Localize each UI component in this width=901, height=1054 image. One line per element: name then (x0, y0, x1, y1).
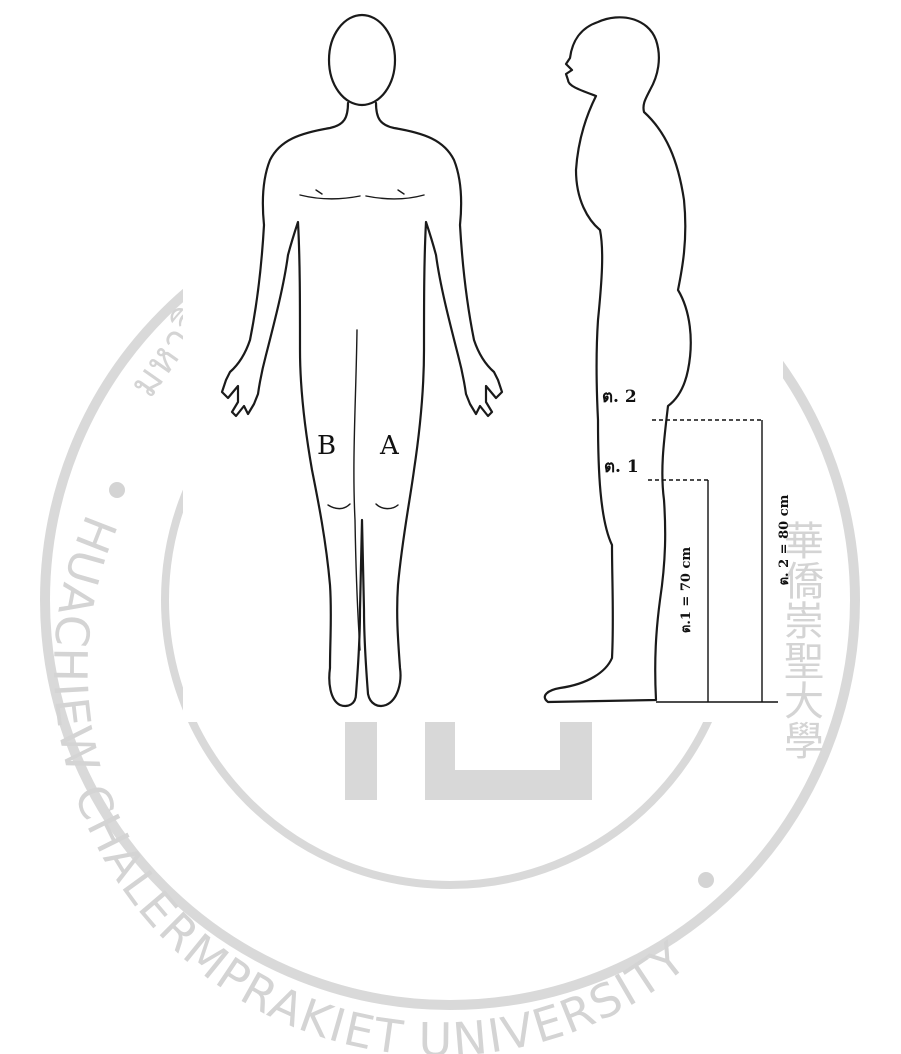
seal-emblem-base (425, 770, 565, 800)
seal-dot-left (109, 482, 125, 498)
seal-dot-right (698, 872, 714, 888)
side-measure2-label: ต. 2 = 80 cm (777, 494, 792, 585)
side-measure1-label: ต.1 = 70 cm (679, 547, 694, 633)
side-point2-label: ต. 2 (602, 387, 637, 407)
front-label-a: A (379, 431, 400, 461)
front-label-b: B (317, 431, 336, 461)
side-point1-label: ต. 1 (604, 457, 639, 477)
